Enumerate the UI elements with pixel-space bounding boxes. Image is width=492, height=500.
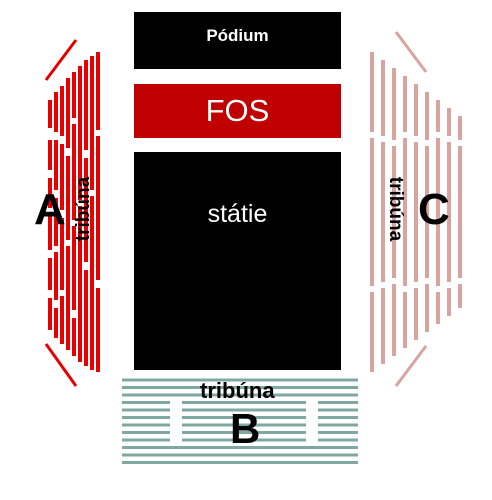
tribune-c-label: tribúna: [385, 176, 407, 242]
fos-block[interactable]: FOS: [134, 84, 341, 138]
seat-row: [394, 345, 428, 387]
tribune-b-seats[interactable]: [122, 378, 358, 464]
standing-block[interactable]: státie: [134, 152, 341, 370]
tribune-c-letter: C: [418, 185, 450, 234]
stage-label: Pódium: [206, 25, 269, 45]
tribune-a-letter: A: [34, 185, 66, 234]
tribune-a-seats[interactable]: [44, 39, 100, 387]
stage-block[interactable]: Pódium: [134, 12, 341, 69]
tribune-a-label: tribúna: [73, 176, 95, 242]
tribune-b-label: tribúna: [200, 378, 275, 403]
tribune-c-seats[interactable]: [370, 31, 462, 387]
seat-row: [44, 39, 78, 81]
seat-row: [44, 343, 78, 387]
tribune-b-letter: B: [230, 405, 261, 452]
seat-row: [394, 31, 428, 73]
fos-label: FOS: [205, 93, 270, 128]
standing-label: státie: [207, 200, 268, 228]
